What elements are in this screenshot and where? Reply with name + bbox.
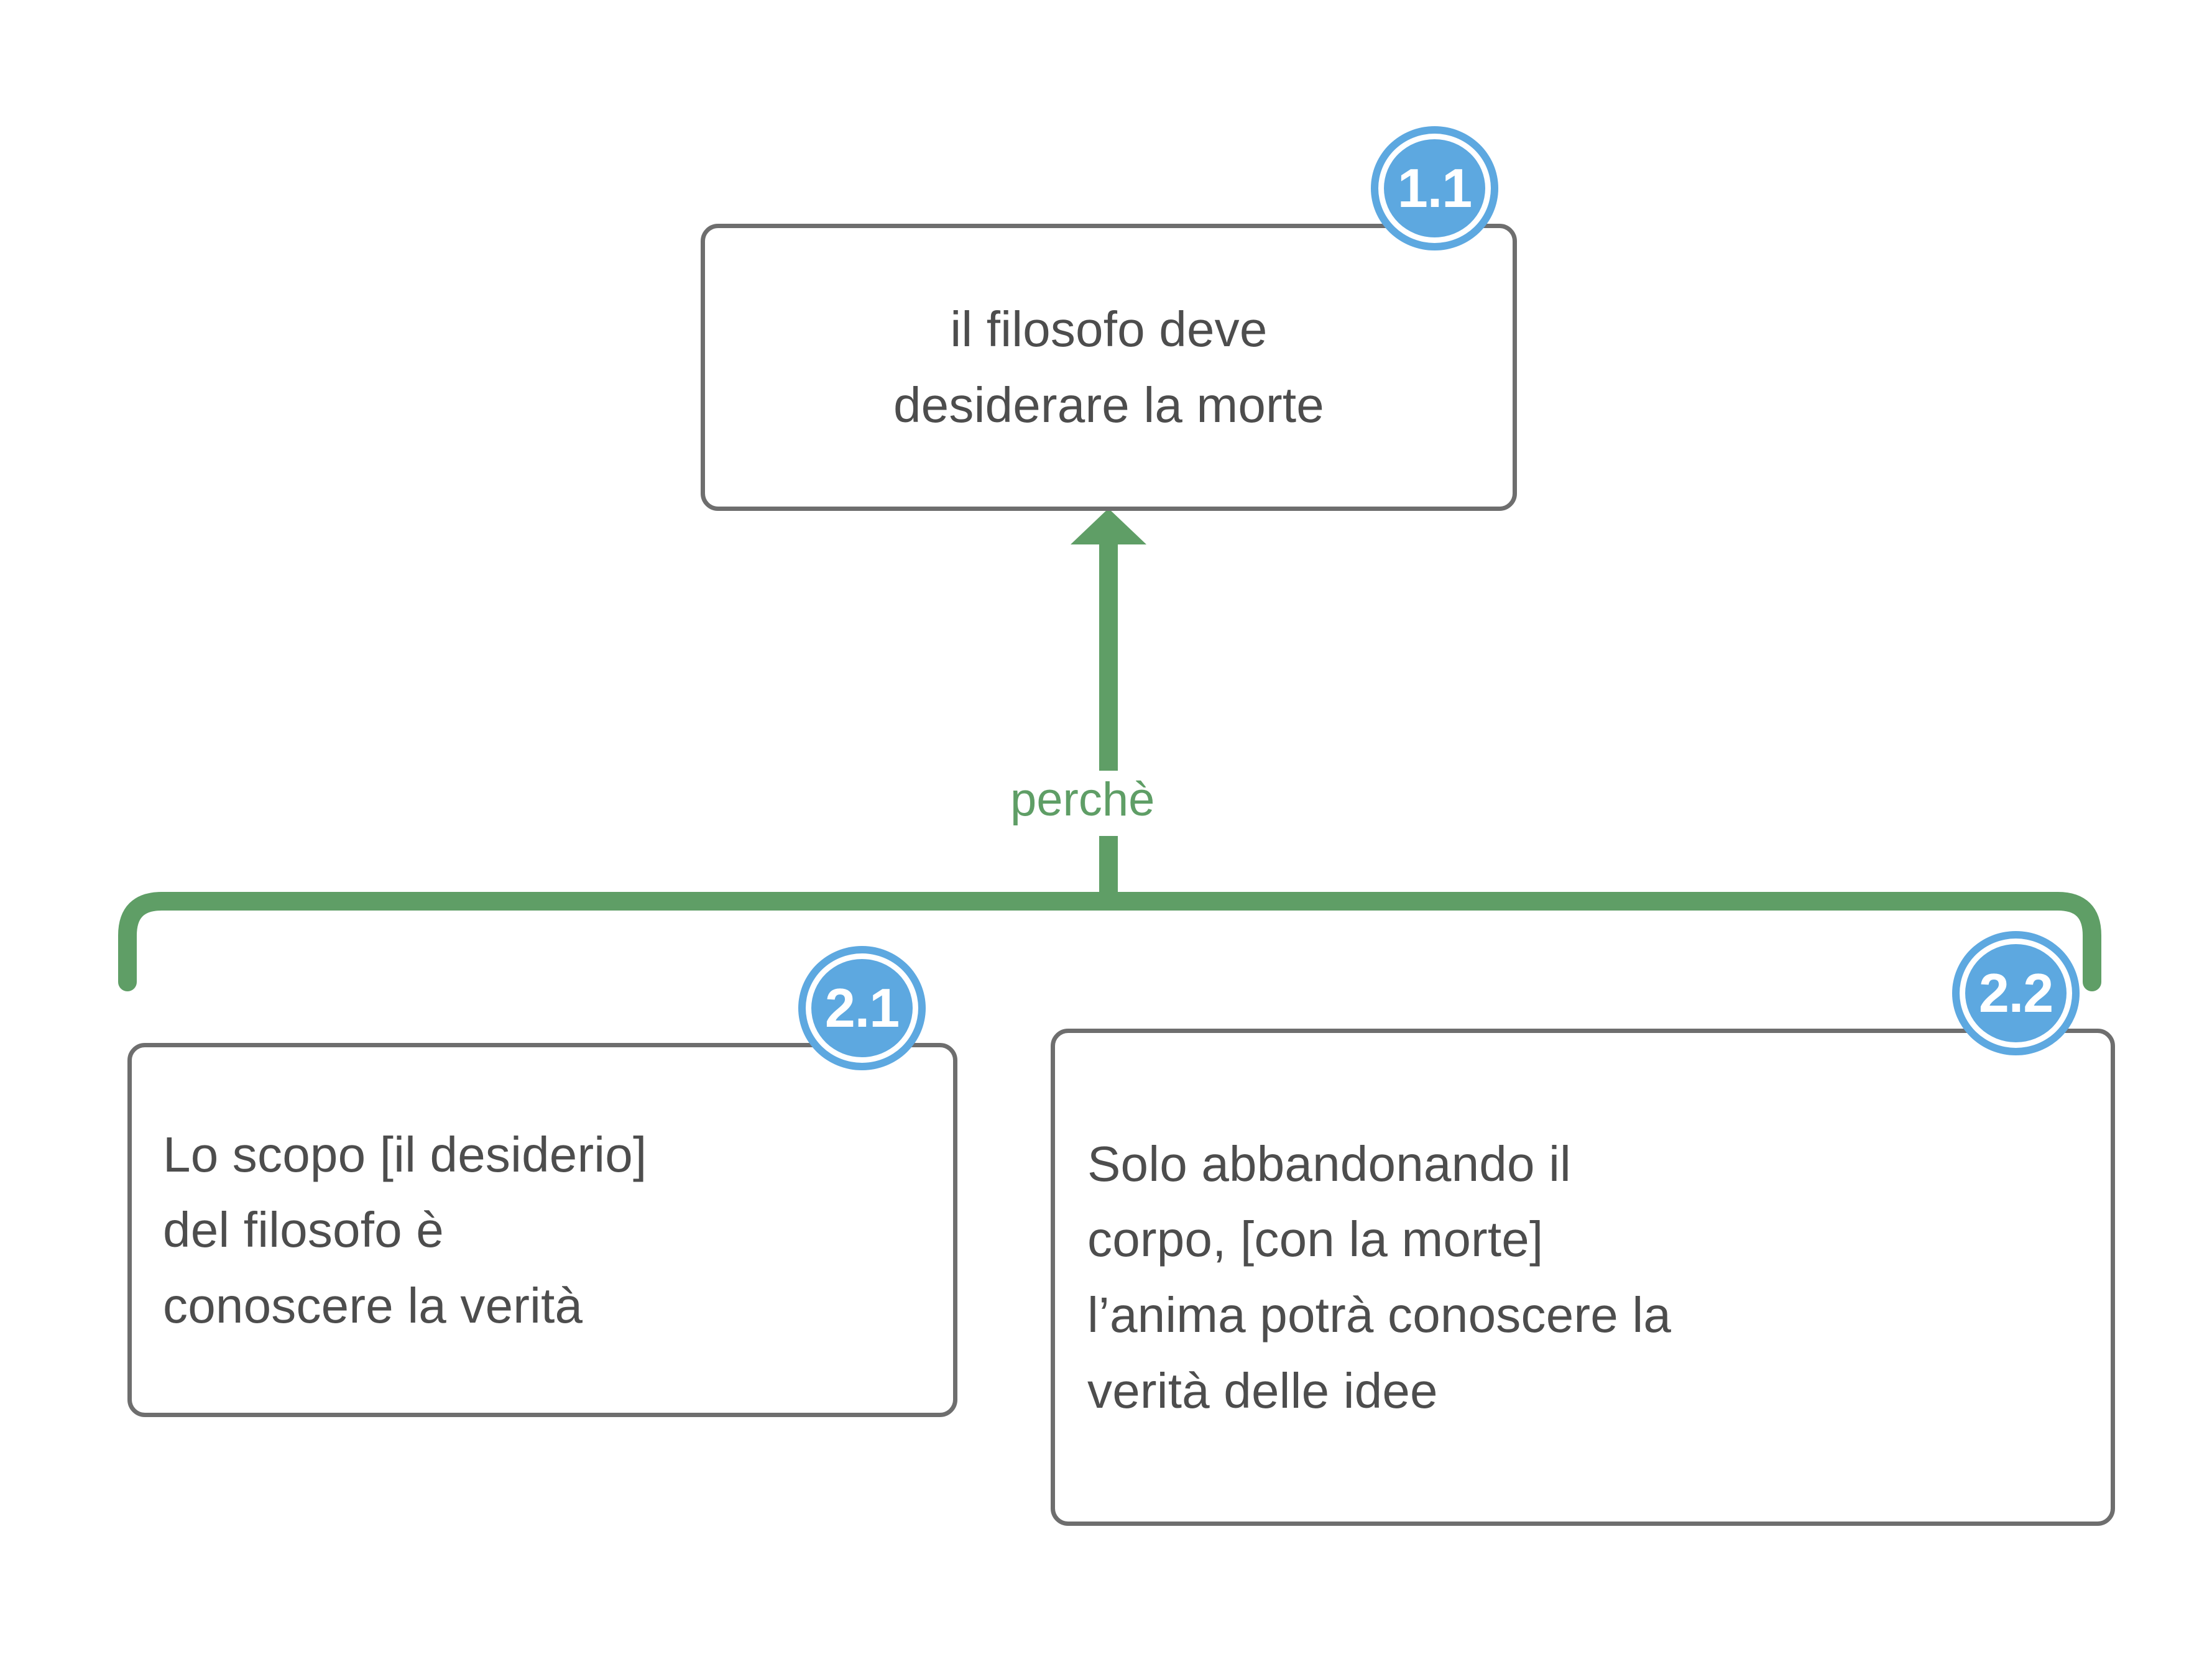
node-badge-2-2-label: 2.2 xyxy=(1978,962,2053,1024)
node-1-1[interactable]: il filosofo deve desiderare la morte xyxy=(701,224,1517,511)
edge-arrowhead-icon xyxy=(1071,508,1146,544)
node-badge-1-1[interactable]: 1.1 xyxy=(1371,126,1498,250)
node-2-1-text: Lo scopo [il desiderio] del filosofo è c… xyxy=(163,1126,647,1333)
edge-label-perche: perchè xyxy=(1004,773,1161,827)
node-badge-2-2[interactable]: 2.2 xyxy=(1952,931,2080,1055)
badge-ring-icon xyxy=(1378,134,1491,243)
node-badge-2-1-label: 2.1 xyxy=(824,977,900,1039)
node-badge-1-1-label: 1.1 xyxy=(1397,157,1472,219)
node-badge-2-1[interactable]: 2.1 xyxy=(798,946,926,1070)
node-2-1[interactable]: Lo scopo [il desiderio] del filosofo è c… xyxy=(127,1043,957,1417)
badge-ring-icon xyxy=(806,953,918,1063)
node-2-2-text: Solo abbandonando il corpo, [con la mort… xyxy=(1087,1136,1672,1418)
node-2-2[interactable]: Solo abbandonando il corpo, [con la mort… xyxy=(1051,1029,2115,1526)
badge-ring-icon xyxy=(1960,939,2072,1048)
node-1-1-text: il filosofo deve desiderare la morte xyxy=(893,301,1325,433)
edge-bracket-path xyxy=(118,892,2101,991)
